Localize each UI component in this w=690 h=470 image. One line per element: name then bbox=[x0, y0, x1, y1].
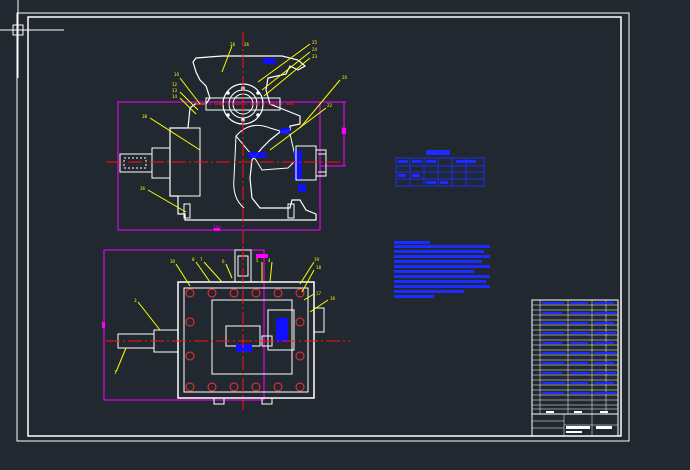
svg-text:24: 24 bbox=[312, 47, 318, 52]
parameter-table bbox=[395, 150, 485, 187]
svg-text:25: 25 bbox=[312, 40, 318, 45]
svg-text:7: 7 bbox=[200, 257, 203, 262]
svg-text:4: 4 bbox=[268, 258, 271, 263]
svg-text:6: 6 bbox=[222, 259, 225, 264]
svg-text:10: 10 bbox=[174, 72, 180, 77]
top-view-label-b: 2 bbox=[258, 254, 261, 259]
svg-text:20: 20 bbox=[342, 75, 348, 80]
technical-requirements bbox=[394, 241, 490, 298]
svg-text:16: 16 bbox=[330, 296, 336, 301]
svg-text:18: 18 bbox=[316, 265, 322, 270]
svg-text:8: 8 bbox=[192, 257, 195, 262]
svg-text:17: 17 bbox=[316, 291, 322, 296]
svg-text:13: 13 bbox=[172, 88, 178, 93]
drawing-frame bbox=[16, 12, 630, 442]
svg-text:36: 36 bbox=[140, 186, 146, 191]
svg-text:19: 19 bbox=[314, 257, 320, 262]
svg-text:23: 23 bbox=[312, 54, 318, 59]
svg-text:14: 14 bbox=[172, 94, 178, 99]
title-block bbox=[531, 413, 619, 437]
svg-text:28: 28 bbox=[230, 42, 236, 47]
top-view-label-a: 1 bbox=[114, 370, 117, 375]
crosshair-cursor-icon bbox=[0, 0, 64, 78]
svg-text:30: 30 bbox=[170, 259, 176, 264]
svg-text:38: 38 bbox=[142, 114, 148, 119]
bill-of-materials bbox=[531, 299, 619, 415]
svg-text:5: 5 bbox=[256, 258, 259, 263]
svg-text:12: 12 bbox=[172, 82, 178, 87]
svg-text:22: 22 bbox=[327, 103, 333, 108]
svg-text:3: 3 bbox=[134, 298, 137, 303]
dimension-text-d2: 250 bbox=[213, 225, 221, 230]
dimension-text-d1: 200 bbox=[341, 126, 346, 134]
svg-text:26: 26 bbox=[244, 42, 250, 47]
